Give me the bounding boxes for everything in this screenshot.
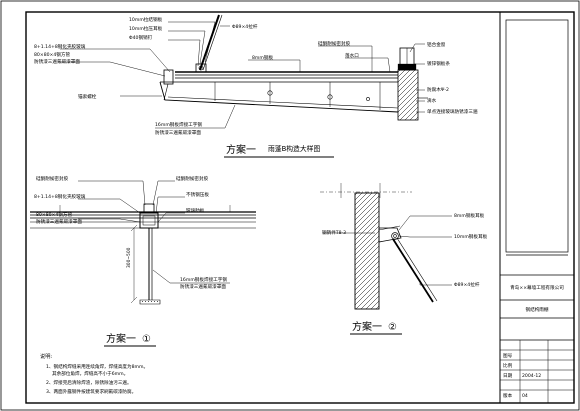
main-title: 方案一 雨蓬B构造大样图	[224, 143, 334, 158]
main-label-4: Φ40钢销钉	[129, 34, 153, 41]
main-label-11: 铝合金窗	[427, 41, 446, 48]
main-leaders	[60, 21, 425, 129]
detail2-label-2: 钢销件T8-3	[322, 229, 346, 236]
main-label-8: 8mm钢板	[252, 54, 273, 61]
detail1-label-1: 硅酮耐候密封胶	[36, 175, 69, 182]
detail1-label-8: 16mm钢板焊接工字钢	[180, 276, 227, 283]
detail2-title-text: 方案一	[352, 320, 382, 333]
detail-2-drawing	[320, 183, 438, 310]
main-label-17: 16mm钢板焊接工字钢	[155, 121, 202, 128]
main-title-text: 方案一	[226, 143, 256, 156]
tb-date-value: 2004-12	[522, 373, 541, 379]
detail-2-labels: 8mm钢板耳板 钢销件T8-3 10mm钢板耳板 Φ89×4拉杆	[322, 212, 488, 288]
tb-scale-label: 比例	[503, 362, 513, 369]
detail-1-drawing	[30, 203, 256, 305]
detail-1-title: 方案一 ①	[104, 332, 156, 347]
note-1: 1、钢结构焊缝采用连续角焊，焊缝高度为8mm。	[46, 363, 148, 370]
main-section-drawing	[159, 14, 428, 121]
note-2: 2、焊接完后清除焊渣，除锈除油污三遍。	[46, 379, 132, 386]
detail-2-title: 方案一 ②	[350, 320, 402, 335]
main-label-16: 单点连接玻璃防锈漆三遍	[427, 108, 478, 115]
detail1-dimension: 300~500	[126, 247, 132, 268]
main-label-2: Φ89×4拉杆	[232, 23, 258, 30]
notes-block: 说明: 1、钢结构焊缝采用连续角焊，焊缝高度为8mm。 其余部位角焊，焊缝高不小…	[40, 352, 148, 395]
detail1-title-number: ①	[142, 334, 151, 345]
tb-date-label: 日期	[503, 373, 513, 379]
detail2-label-3: 10mm钢板耳板	[454, 233, 488, 240]
tb-version-label: 版本	[503, 392, 513, 399]
note-3: 3、两面外露钢件按建筑要求刷氟碳漆防腐。	[46, 388, 136, 395]
main-label-14: 防腐木Ψ-2	[427, 86, 449, 93]
main-labels: 10mm拉结钢板 Φ89×4拉杆 10mm拉压耳板 Φ40钢销钉 8+1.14+…	[34, 16, 478, 136]
note-1b: 其余部位角焊，焊缝高不小于6mm。	[52, 370, 128, 377]
main-label-6: 80×80×4钢方管	[34, 51, 70, 58]
company-name: 青岛××幕墙工程有限公司	[510, 284, 564, 291]
main-label-7: 防锈漆三遍氟碳漆罩面	[34, 58, 80, 65]
detail2-label-1: 8mm钢板耳板	[454, 212, 485, 219]
detail1-title-text: 方案一	[106, 332, 136, 345]
detail1-label-3: 8+1.14+8钢化夹胶玻璃	[34, 193, 86, 200]
title-block: 青岛××幕墙工程有限公司 钢结构雨棚 图号 比例 日期 2004-12 版本 0…	[499, 12, 574, 403]
sheet-inner-border	[25, 11, 575, 404]
detail1-label-4: 80×80×4钢方管	[36, 211, 72, 218]
tb-version-value: 04	[522, 393, 528, 399]
detail2-label-4: Φ89×4拉杆	[454, 281, 480, 288]
detail1-label-2: 硅酮耐候密封胶	[176, 175, 209, 182]
drawing-name: 钢结构雨棚	[526, 306, 549, 313]
detail-1-labels: 硅酮耐候密封胶 硅酮耐候密封胶 8+1.14+8钢化夹胶玻璃 80×80×4钢方…	[34, 175, 227, 290]
notes-heading: 说明:	[40, 352, 52, 360]
detail-1-leaders	[78, 180, 230, 284]
tb-drawing-no-label: 图号	[503, 353, 513, 359]
main-label-1: 10mm拉结钢板	[129, 16, 163, 23]
main-label-12: 镀锌钢板条	[427, 60, 450, 67]
main-label-5: 8+1.14+8钢化夹胶玻璃	[34, 43, 86, 50]
detail1-label-7: 玻璃肋板	[186, 207, 205, 214]
detail1-label-6: 不锈钢压板	[186, 191, 209, 198]
main-title-subtext: 雨蓬B构造大样图	[268, 144, 320, 153]
detail2-title-number: ②	[388, 322, 397, 333]
detail1-label-9: 防锈漆三遍氟碳漆罩面	[180, 283, 226, 290]
main-label-18: 防锈漆三遍氟碳漆罩面	[155, 129, 201, 136]
main-label-3: 10mm拉压耳板	[129, 25, 163, 32]
main-label-13: 锚索螺栓	[78, 93, 97, 100]
main-label-15: 滴水	[427, 97, 437, 104]
main-label-10: 落水口	[345, 52, 359, 59]
detail1-label-5: 防锈漆三遍氟碳漆罩面	[36, 218, 82, 225]
main-label-9: 硅酮耐候密封胶	[318, 40, 351, 47]
detail-2-leaders	[322, 215, 452, 286]
